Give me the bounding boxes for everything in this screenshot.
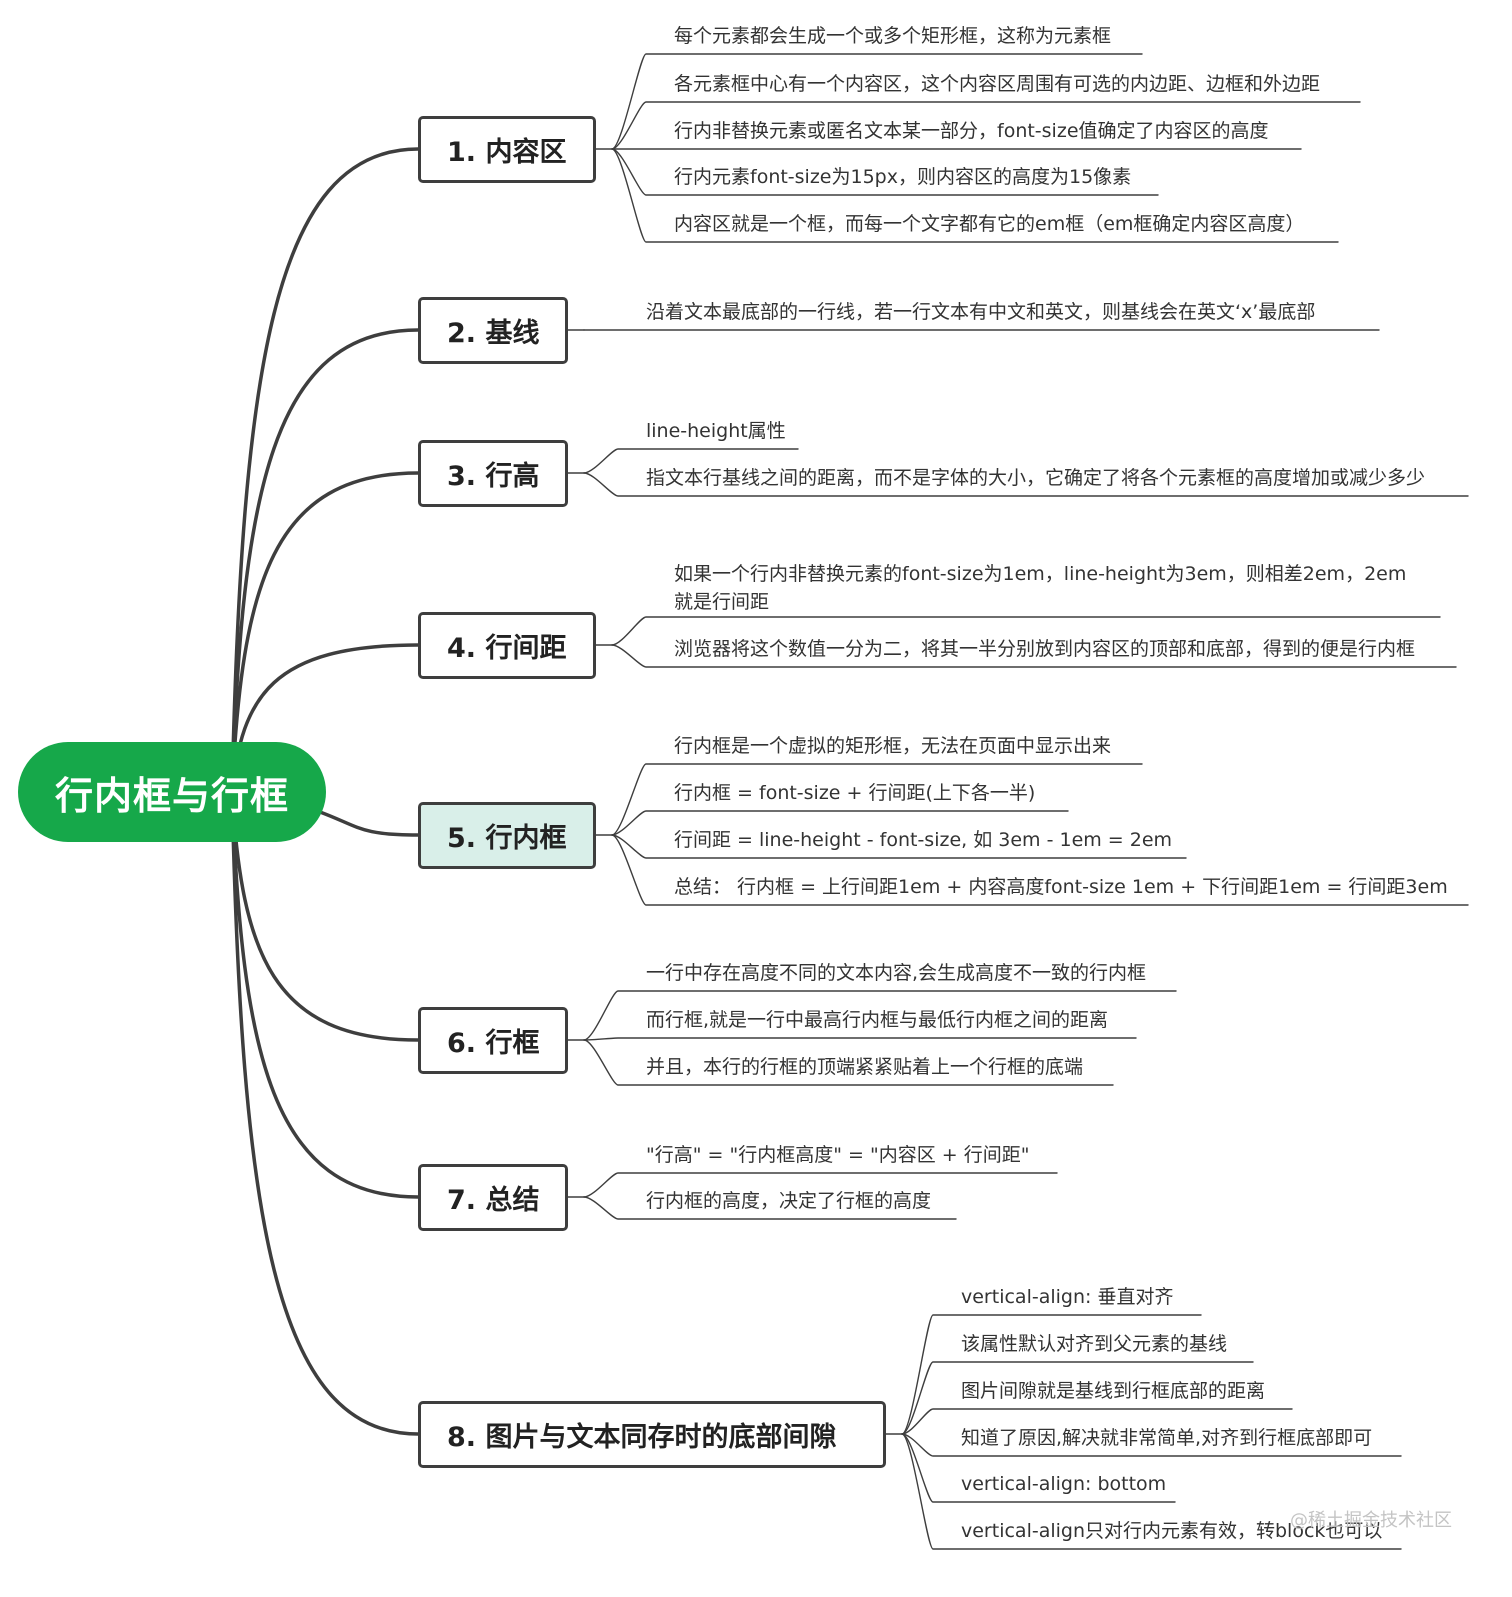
topic-3[interactable]: 3. 行高 <box>418 440 568 507</box>
leaf-connector <box>901 1433 1402 1550</box>
leaf-connector <box>901 1408 1293 1435</box>
topic-4-leaf[interactable]: 就是行间距 <box>674 591 770 613</box>
leaf-connector <box>901 1314 1202 1435</box>
topic-1-leaf[interactable]: 各元素框中心有一个内容区，这个内容区周围有可选的内边距、边框和外边距 <box>674 73 1321 95</box>
topic-1-leaf[interactable]: 每个元素都会生成一个或多个矩形框，这称为元素框 <box>674 25 1112 47</box>
topic-6-leaf[interactable]: 并且，本行的行框的顶端紧紧贴着上一个行框的底端 <box>646 1056 1084 1078</box>
topic-8-leaf[interactable]: vertical-align只对行内元素有效，转block也可以 <box>961 1520 1383 1542</box>
topic-8-leaf[interactable]: 该属性默认对齐到父元素的基线 <box>961 1333 1228 1355</box>
topic-3-leaf[interactable]: line-height属性 <box>646 420 786 442</box>
topic-1-leaf[interactable]: 行内元素font-size为15px，则内容区的高度为15像素 <box>674 166 1132 188</box>
leaf-connector <box>611 616 1441 646</box>
topic-label: 2. 基线 <box>447 318 540 349</box>
branch-connector-3 <box>230 471 420 794</box>
branch-connector-2 <box>230 328 420 794</box>
branch-connector-1 <box>230 147 420 794</box>
topic-label: 7. 总结 <box>447 1185 540 1216</box>
leaf-connector <box>583 1172 1058 1198</box>
topic-1-leaf[interactable]: 行内非替换元素或匿名文本某一部分，font-size值确定了内容区的高度 <box>674 120 1269 142</box>
leaf-connector <box>611 148 1159 196</box>
topic-label: 5. 行内框 <box>447 823 567 854</box>
branch-connector-5 <box>318 810 420 837</box>
leaf-connector <box>583 1037 1137 1041</box>
topic-label: 1. 内容区 <box>447 137 567 168</box>
topic-1[interactable]: 1. 内容区 <box>418 116 596 183</box>
leaf-connector <box>583 472 1469 497</box>
leaf-connector <box>611 53 1143 150</box>
topic-5-leaf[interactable]: 行内框是一个虚拟的矩形框，无法在页面中显示出来 <box>674 735 1112 757</box>
topic-6[interactable]: 6. 行框 <box>418 1007 568 1074</box>
topic-2[interactable]: 2. 基线 <box>418 297 568 364</box>
topic-1-leaf[interactable]: 内容区就是一个框，而每一个文字都有它的em框（em框确定内容区高度） <box>674 213 1305 235</box>
topic-label: 6. 行框 <box>447 1028 540 1059</box>
topic-4-leaf[interactable]: 如果一个行内非替换元素的font-size为1em，line-height为3e… <box>674 563 1407 585</box>
root-topic[interactable]: 行内框与行框 <box>18 742 326 842</box>
topic-5[interactable]: 5. 行内框 <box>418 802 596 869</box>
topic-7[interactable]: 7. 总结 <box>418 1164 568 1231</box>
topic-8-leaf[interactable]: 知道了原因,解决就非常简单,对齐到行框底部即可 <box>961 1427 1373 1449</box>
leaf-connector <box>901 1433 1402 1457</box>
leaf-connector <box>901 1361 1254 1435</box>
leaf-connector <box>611 834 1469 906</box>
watermark: @稀土掘金技术社区 <box>1290 1510 1452 1531</box>
leaf-connector <box>611 834 1187 859</box>
branch-connector-8 <box>230 790 420 1436</box>
leaf-connector <box>583 448 799 474</box>
topic-6-leaf[interactable]: 一行中存在高度不同的文本内容,会生成高度不一致的行内框 <box>646 962 1147 984</box>
branch-connector-6 <box>230 790 420 1042</box>
topic-label: 3. 行高 <box>447 461 540 492</box>
leaf-connector <box>611 148 1339 243</box>
topic-7-leaf[interactable]: "行高" = "行内框高度" = "内容区 + 行间距" <box>646 1144 1030 1166</box>
topic-3-leaf[interactable]: 指文本行基线之间的距离，而不是字体的大小，它确定了将各个元素框的高度增加或减少多… <box>646 467 1426 489</box>
leaf-connector <box>611 763 1143 836</box>
topic-8[interactable]: 8. 图片与文本同存时的底部间隙 <box>418 1401 886 1468</box>
leaf-connector <box>611 101 1361 150</box>
topic-6-leaf[interactable]: 而行框,就是一行中最高行内框与最低行内框之间的距离 <box>646 1009 1109 1031</box>
topic-8-leaf[interactable]: 图片间隙就是基线到行框底部的距离 <box>961 1380 1266 1402</box>
leaf-connector <box>611 810 1069 836</box>
topic-5-leaf[interactable]: 总结： 行内框 = 上行间距1em + 内容高度font-size 1em + … <box>674 876 1448 898</box>
leaf-connector <box>583 1039 1114 1086</box>
topic-7-leaf[interactable]: 行内框的高度，决定了行框的高度 <box>646 1190 932 1212</box>
topic-8-leaf[interactable]: vertical-align: bottom <box>961 1473 1167 1495</box>
root-label: 行内框与行框 <box>54 773 289 818</box>
topic-4-leaf[interactable]: 浏览器将这个数值一分为二，将其一半分别放到内容区的顶部和底部，得到的便是行内框 <box>674 638 1416 660</box>
topic-label: 4. 行间距 <box>447 633 567 664</box>
branch-connector-7 <box>230 790 420 1199</box>
topic-5-leaf[interactable]: 行内框 = font-size + 行间距(上下各一半) <box>674 782 1036 804</box>
topic-2-leaf[interactable]: 沿着文本最底部的一行线，若一行文本有中文和英文，则基线会在英文‘x’最底部 <box>646 301 1316 323</box>
topic-8-leaf[interactable]: vertical-align: 垂直对齐 <box>961 1286 1174 1308</box>
leaf-connector <box>583 1196 957 1220</box>
topic-label: 8. 图片与文本同存时的底部间隙 <box>447 1422 837 1453</box>
topic-4[interactable]: 4. 行间距 <box>418 612 596 679</box>
leaf-connector <box>611 644 1457 668</box>
leaf-connector <box>901 1433 1176 1503</box>
leaf-connector <box>583 990 1177 1041</box>
topic-5-leaf[interactable]: 行间距 = line-height - font-size, 如 3em - 1… <box>674 829 1173 851</box>
